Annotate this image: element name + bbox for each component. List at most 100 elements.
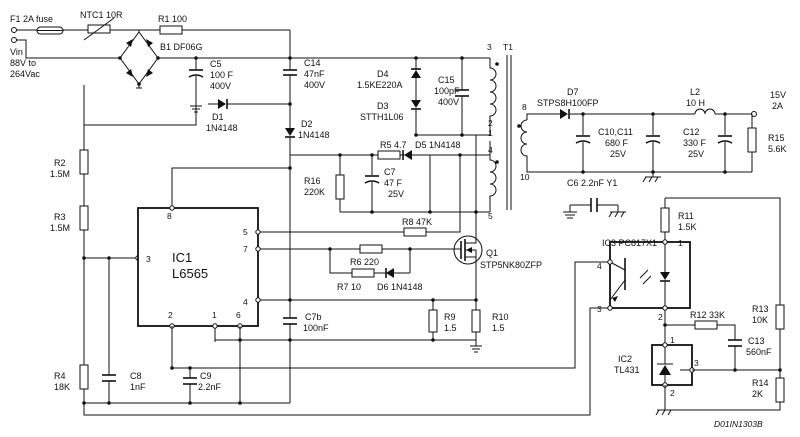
bridge-rectifier-b1 xyxy=(118,31,160,86)
diode-d1 xyxy=(208,99,292,109)
d6-label: D6 1N4148 xyxy=(377,282,423,292)
r4-label-b: 18K xyxy=(54,382,70,392)
d3-label-a: D3 xyxy=(377,101,389,111)
resistor-r13 xyxy=(775,304,785,330)
resistor-r7 xyxy=(351,268,375,278)
r9-label-b: 1.5 xyxy=(444,323,457,333)
c13-label-b: 560nF xyxy=(746,347,772,357)
b1-label: B1 DF06G xyxy=(160,42,203,52)
svg-text:10: 10 xyxy=(520,172,530,182)
input-terminal-top xyxy=(11,27,17,33)
c7-label-c: 25V xyxy=(388,189,404,199)
capacitor-c8 xyxy=(102,374,116,405)
svg-text:8: 8 xyxy=(522,102,527,112)
svg-text:1: 1 xyxy=(678,238,683,248)
q1-ref: Q1 xyxy=(486,248,498,258)
diode-d7 xyxy=(560,109,570,119)
r7-label: R7 10 xyxy=(337,282,361,292)
c12-label-c: 25V xyxy=(688,149,704,159)
c7b-label-a: C7b xyxy=(305,312,322,322)
d2-label-b: 1N4148 xyxy=(298,130,330,140)
inductor-l2 xyxy=(694,108,716,115)
vin-range-2: 264Vac xyxy=(10,69,40,79)
resistor-chain-r2-r3-r4 xyxy=(79,85,290,405)
capacitor-c14 xyxy=(283,58,297,128)
c5-label-c: 400V xyxy=(210,81,231,91)
c9-label-b: 2.2nF xyxy=(198,382,222,392)
r15-label-b: 5.6K xyxy=(768,144,787,154)
r9-label-a: R9 xyxy=(444,312,456,322)
diode-d5 xyxy=(402,150,412,160)
r6-label: R6 220 xyxy=(350,257,379,267)
svg-text:3: 3 xyxy=(487,42,492,52)
r14-label-b: 2K xyxy=(752,389,763,399)
svg-text:1: 1 xyxy=(670,335,675,345)
output-voltage: 15V xyxy=(770,90,786,100)
c12-label-a: C12 xyxy=(683,127,700,137)
r1-label: R1 100 xyxy=(158,14,187,24)
svg-text:2: 2 xyxy=(670,388,675,398)
r5-label: R5 4.7 xyxy=(380,140,407,150)
fuse-label: F1 2A fuse xyxy=(10,14,53,24)
vin-label: Vin xyxy=(10,47,23,57)
capacitor-c11-bank xyxy=(645,114,661,172)
r16-label-a: R16 xyxy=(304,176,321,186)
ic3-label: IC3 PC817X1 xyxy=(602,238,657,248)
c7-label-a: C7 xyxy=(384,167,396,177)
c13-label-a: C13 xyxy=(748,336,765,346)
r13-label-a: R13 xyxy=(752,304,769,314)
resistor-r5 xyxy=(377,150,401,160)
ic1-part: L6565 xyxy=(172,266,208,281)
resistor-r9 xyxy=(428,309,438,333)
r15-label-a: R15 xyxy=(768,133,785,143)
d7-label-b: STPS8H100FP xyxy=(537,98,599,108)
c14-label-b: 47nF xyxy=(304,69,325,79)
d2-label-a: D2 xyxy=(301,119,313,129)
r14-label-a: R14 xyxy=(752,378,769,388)
q1-part: STP5NK80ZFP xyxy=(480,260,542,270)
capacitor-c7 xyxy=(364,155,380,212)
d3-label-b: STTH1L06 xyxy=(360,112,404,122)
clamp-d4-d3 xyxy=(411,58,476,137)
c10-c11-label-b: 680 F xyxy=(605,138,629,148)
l2-label-b: 10 H xyxy=(686,98,705,108)
d5-label: D5 1N4148 xyxy=(415,140,461,150)
diode-d6 xyxy=(374,249,411,278)
c10-c11-label-c: 25V xyxy=(610,149,626,159)
capacitor-c6 xyxy=(563,198,626,219)
r2-label-b: 1.5M xyxy=(50,169,70,179)
l2-label-a: L2 xyxy=(690,87,700,97)
vcc-line xyxy=(171,167,290,208)
r10-label-a: R10 xyxy=(492,312,509,322)
svg-text:1: 1 xyxy=(212,310,217,320)
svg-text:7: 7 xyxy=(243,244,248,254)
svg-text:4: 4 xyxy=(243,297,248,307)
resistor-r11 xyxy=(660,207,670,233)
diode-d2 xyxy=(285,128,295,145)
resistor-r10 xyxy=(471,309,481,333)
d1-label-a: D1 xyxy=(212,112,224,122)
r2-label-a: R2 xyxy=(54,158,66,168)
resistor-r15 xyxy=(747,127,757,153)
transformer-t1: 3 T1 2 1 4 5 8 10 xyxy=(487,42,530,221)
c15-label-b: 100pF xyxy=(434,86,460,96)
c14-label-c: 400V xyxy=(304,80,325,90)
c7b-label-b: 100nF xyxy=(303,323,329,333)
svg-text:5: 5 xyxy=(243,227,248,237)
d4-label-b: 1.5KE220A xyxy=(357,80,403,90)
svg-text:2: 2 xyxy=(658,312,663,322)
c5-label-a: C5 xyxy=(210,59,222,69)
drawing-ref: D01IN1303B xyxy=(714,419,763,429)
resistor-r14 xyxy=(775,377,785,403)
r4-label-a: R4 xyxy=(54,371,66,381)
d4-label-a: D4 xyxy=(377,69,389,79)
ic2-ref: IC2 xyxy=(618,354,632,364)
optocoupler-ic3 xyxy=(600,239,691,311)
ntc-label: NTC1 10R xyxy=(80,10,123,20)
r3-label-b: 1.5M xyxy=(50,223,70,233)
resistor-r6 xyxy=(359,244,383,254)
mosfet-q1 xyxy=(453,232,483,268)
output-current: 2A xyxy=(772,101,783,111)
svg-text:3: 3 xyxy=(597,304,602,314)
svg-text:3: 3 xyxy=(694,358,699,368)
